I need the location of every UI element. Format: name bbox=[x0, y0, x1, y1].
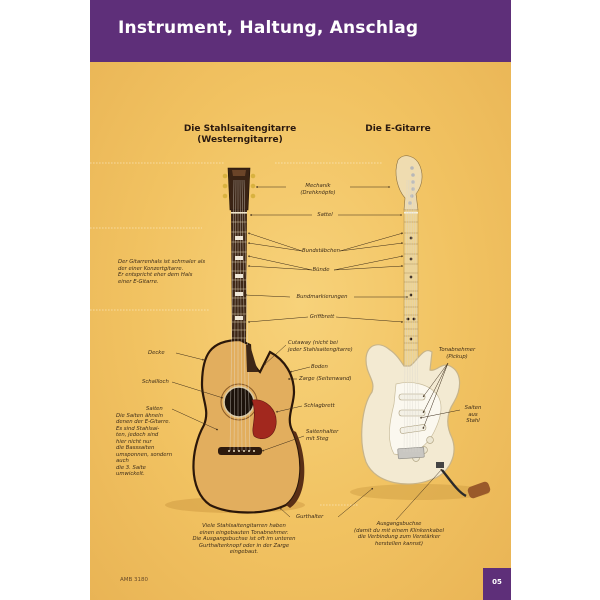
page-number: 05 bbox=[483, 568, 511, 600]
label-schallloch: Schallloch bbox=[142, 379, 169, 385]
guitar-illustration bbox=[90, 155, 491, 521]
label-tonabnehmer-line2: (Pickup) bbox=[446, 353, 468, 360]
note-saiten-line: Saiten bbox=[146, 406, 163, 412]
note-hals-line: Er entspricht eher dem Hals bbox=[118, 272, 193, 278]
note-hals-line: der einer Konzertgitarre. bbox=[118, 265, 184, 272]
label-saitenhalter-line1: Saitenhalter bbox=[306, 429, 339, 435]
leader-lines bbox=[90, 162, 382, 506]
label-saiten-aus-stahl-line: aus bbox=[468, 411, 478, 418]
acoustic-title-line1: Die Stahlsaitengitarre bbox=[183, 124, 297, 134]
note-saiten-line: die Basssaiten bbox=[116, 445, 155, 451]
acoustic-guitar bbox=[192, 167, 305, 514]
label-tonabnehmer-line1: Tonabnehmer bbox=[438, 347, 476, 353]
note-ausgangsbuchse-line: Ausgangsbuchse bbox=[376, 521, 422, 527]
label-boden: Boden bbox=[311, 364, 328, 370]
note-tonabnehmer-line: einen eingebauten Tonabnehmer. bbox=[199, 529, 289, 536]
label-tonabnehmer: Tonabnehmer (Pickup) bbox=[432, 347, 482, 360]
note-hals: Der Gitarrenhals ist schmaler als der ei… bbox=[118, 259, 222, 285]
note-tonabnehmer-line: Viele Stahlsaitengitarren haben bbox=[202, 523, 286, 529]
note-saiten: Saiten Die Saiten ähneln denen der E-Git… bbox=[116, 406, 178, 478]
electric-title: Die E-Gitarre bbox=[365, 124, 431, 134]
label-cutaway-line1: Cutaway (nicht bei bbox=[288, 340, 338, 346]
note-saiten-line: ten, jedoch sind bbox=[116, 432, 159, 438]
note-ausgangsbuchse: Ausgangsbuchse (damit du mit einem Klink… bbox=[340, 521, 458, 547]
label-cutaway: Cutaway (nicht bei jeder Stahlsaitengita… bbox=[288, 340, 368, 353]
page-background bbox=[90, 60, 511, 600]
note-ausgangsbuchse-line: herstellen kannst) bbox=[374, 540, 424, 547]
electric-guitar bbox=[361, 155, 491, 499]
acoustic-title-line2: (Westerngitarre) bbox=[197, 135, 283, 145]
note-ausgangsbuchse-line: die Verbindung zum Verstärker bbox=[357, 534, 441, 540]
label-zarge: Zarge (Seitenwand) bbox=[299, 376, 352, 382]
header-bar: Instrument, Haltung, Anschlag bbox=[90, 0, 511, 62]
note-tonabnehmer-line: Gurthalterknopf oder in der Zarge bbox=[198, 542, 290, 549]
note-saiten-line: umwickelt. bbox=[116, 471, 145, 477]
label-mechanik: Mechanik (Drehknöpfe) bbox=[286, 183, 350, 196]
book-page: Instrument, Haltung, Anschlag bbox=[90, 0, 511, 600]
label-bundmarkierungen: Bundmarkierungen bbox=[296, 294, 348, 300]
note-saiten-line: Die Saiten ähneln bbox=[116, 412, 163, 419]
note-tonabnehmer-bottom: Viele Stahlsaitengitarren haben einen ei… bbox=[182, 523, 306, 556]
label-saiten-aus-stahl: Saiten aus Stahl bbox=[458, 405, 488, 425]
note-hals-line: Der Gitarrenhals ist schmaler als bbox=[118, 259, 206, 265]
label-saitenhalter-line2: mit Steg bbox=[306, 435, 329, 442]
label-schlagbrett: Schlagbrett bbox=[304, 403, 335, 409]
pointer-arrows bbox=[171, 186, 461, 521]
note-hals-line: einer E-Gitarre. bbox=[118, 278, 159, 285]
label-cutaway-line2: jeder Stahlsaitengitarre) bbox=[288, 346, 353, 353]
note-saiten-line: die 3. Saite bbox=[116, 464, 146, 471]
label-bundstaebchen: Bundstäbchen bbox=[301, 248, 341, 254]
page-title: Instrument, Haltung, Anschlag bbox=[118, 18, 419, 38]
label-sattel: Sattel bbox=[317, 212, 333, 218]
note-tonabnehmer-line: Die Ausgangsbuchse ist oft im unteren bbox=[192, 536, 296, 542]
label-mechanik-line2: (Drehknöpfe) bbox=[300, 189, 336, 196]
note-saiten-line: umsponnen, sondern auch bbox=[116, 451, 173, 465]
note-saiten-line: hier nicht nur bbox=[116, 438, 152, 445]
label-mechanik-line1: Mechanik bbox=[305, 183, 331, 189]
label-saiten-aus-stahl-line: Saiten bbox=[464, 405, 482, 411]
note-tonabnehmer-line: eingebaut. bbox=[229, 549, 259, 555]
note-saiten-line: Es sind Stahlsai- bbox=[116, 425, 160, 432]
label-saiten-aus-stahl-line: Stahl bbox=[466, 418, 480, 424]
label-buende: Bünde bbox=[312, 267, 330, 273]
acoustic-title: Die Stahlsaitengitarre (Westerngitarre) bbox=[178, 124, 302, 146]
label-gurthalter: Gurthalter bbox=[296, 514, 324, 520]
footer-code: AMB 3180 bbox=[120, 577, 149, 583]
label-decke: Decke bbox=[148, 350, 165, 356]
note-ausgangsbuchse-line: (damit du mit einem Klinkenkabel bbox=[354, 527, 444, 534]
label-griffbrett: Griffbrett bbox=[309, 314, 335, 320]
label-saitenhalter: Saitenhalter mit Steg bbox=[306, 429, 338, 442]
note-saiten-line: denen der E-Gitarre. bbox=[116, 419, 171, 425]
